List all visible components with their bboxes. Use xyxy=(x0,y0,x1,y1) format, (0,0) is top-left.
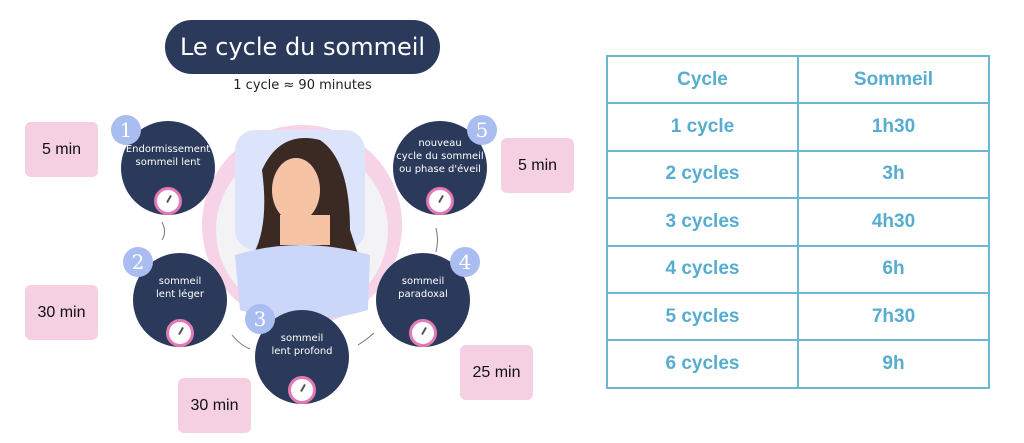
stage-label: sommeil xyxy=(280,333,324,344)
duration-stage-3: 30 min xyxy=(178,378,251,433)
stage-label: ou phase d'éveil xyxy=(399,164,481,175)
alarm-clock-icon xyxy=(166,319,194,347)
stage-number: 5 xyxy=(467,115,497,145)
cell-cycle: 6 cycles xyxy=(606,339,799,389)
stage-label: cycle du sommeil xyxy=(396,151,484,162)
cell-cycle: 4 cycles xyxy=(606,244,799,294)
cell-sommeil: 4h30 xyxy=(797,197,990,247)
stage-2: 2 sommeil lent léger xyxy=(123,247,227,347)
stage-number: 4 xyxy=(450,247,480,277)
cell-sommeil: 9h xyxy=(797,339,990,389)
stage-4: 4 sommeil paradoxal xyxy=(376,247,480,347)
duration-stage-2: 30 min xyxy=(25,285,98,340)
duration-stage-4: 25 min xyxy=(460,345,533,400)
stage-5: 5 nouveau cycle du sommeil ou phase d'éveil xyxy=(393,115,497,215)
cell-cycle: 1 cycle xyxy=(606,102,799,152)
stage-number: 1 xyxy=(111,115,141,145)
alarm-clock-icon xyxy=(288,376,316,404)
header-sommeil: Sommeil xyxy=(797,54,990,105)
cell-sommeil: 7h30 xyxy=(797,291,990,342)
alarm-clock-icon xyxy=(409,319,437,347)
cell-cycle: 5 cycles xyxy=(606,291,799,342)
stage-label: sommeil xyxy=(401,276,445,287)
stage-label: nouveau xyxy=(418,138,462,149)
cell-sommeil: 1h30 xyxy=(797,102,990,152)
alarm-clock-icon xyxy=(154,187,182,215)
stage-label: lent profond xyxy=(271,346,333,357)
stage-label: paradoxal xyxy=(398,289,448,300)
header-cycle: Cycle xyxy=(606,54,799,105)
stage-label: lent léger xyxy=(156,289,204,300)
stage-number: 3 xyxy=(245,304,275,334)
cell-sommeil: 6h xyxy=(797,244,990,294)
cell-cycle: 3 cycles xyxy=(606,197,799,247)
sleeping-woman-illustration xyxy=(161,125,438,350)
stage-label: sommeil lent xyxy=(135,157,201,168)
duration-stage-5: 5 min xyxy=(501,138,574,193)
alarm-clock-icon xyxy=(426,187,454,215)
cell-sommeil: 3h xyxy=(797,149,990,200)
page-title: Le cycle du sommeil xyxy=(165,20,440,74)
duration-stage-1: 5 min xyxy=(25,122,98,177)
cell-cycle: 2 cycles xyxy=(606,149,799,200)
stage-label: Endormissement xyxy=(125,144,211,155)
stage-label: sommeil xyxy=(158,276,202,287)
stage-3: 3 sommeil lent profond xyxy=(245,304,349,404)
subtitle: 1 cycle ≈ 90 minutes xyxy=(233,78,372,93)
stage-number: 2 xyxy=(123,247,153,277)
